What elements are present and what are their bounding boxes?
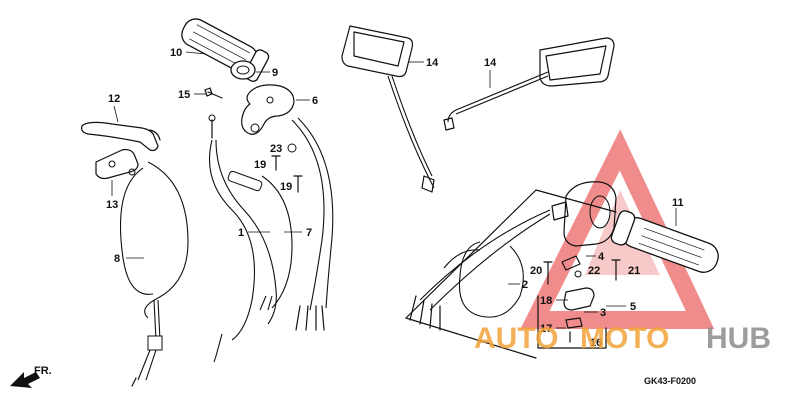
leader-lines [111, 51, 677, 329]
clutch-cable [119, 161, 189, 387]
callout-1: 1 [238, 227, 244, 239]
mirror-right [443, 37, 615, 131]
watermark-hub: HUB [706, 322, 771, 355]
mirror-left [341, 25, 435, 193]
throttle-housing [241, 84, 295, 135]
callout-14a: 14 [426, 57, 439, 69]
callout-17: 17 [540, 323, 552, 335]
callout-9: 9 [272, 67, 278, 79]
callout-18: 18 [540, 295, 552, 307]
callout-20: 20 [530, 265, 542, 277]
bolts-group [271, 143, 303, 193]
callout-6: 6 [312, 95, 318, 107]
switch-assembly-box [405, 189, 617, 359]
callout-labels: 10 9 15 6 12 13 8 1 7 23 19 19 14 14 11 … [106, 47, 684, 349]
diagram-code: GK43-F0200 [644, 376, 696, 386]
callout-11: 11 [672, 197, 684, 209]
callout-3: 3 [600, 307, 606, 319]
callout-23: 23 [270, 143, 282, 155]
small-hardware [537, 255, 621, 349]
lever-bracket [95, 148, 139, 180]
switch-wiring [291, 117, 334, 331]
callout-7: 7 [306, 227, 312, 239]
callout-15: 15 [178, 89, 190, 101]
callout-16: 16 [590, 337, 602, 349]
right-grip [610, 210, 719, 273]
callout-10: 10 [170, 47, 182, 59]
callout-5: 5 [630, 301, 636, 313]
callout-22: 22 [588, 265, 600, 277]
front-direction-indicator: FR. [10, 365, 52, 388]
callout-14b: 14 [484, 57, 497, 69]
watermark-text: AUTO MOTO HUB [474, 322, 771, 355]
callout-21: 21 [628, 265, 640, 277]
callout-4: 4 [598, 251, 605, 263]
direction-label: FR. [34, 365, 52, 377]
callout-12: 12 [108, 93, 120, 105]
callout-2: 2 [522, 279, 528, 291]
callout-19a: 19 [254, 159, 266, 171]
callout-19b: 19 [280, 181, 292, 193]
throttle-grip [181, 18, 270, 82]
clutch-lever [81, 121, 161, 152]
callout-8: 8 [114, 253, 120, 265]
throttle-cables [208, 114, 293, 363]
watermark-auto: AUTO [474, 322, 558, 355]
watermark-moto: MOTO [580, 322, 669, 355]
callout-13: 13 [106, 199, 118, 211]
cable-2 [443, 241, 524, 318]
screw-15 [204, 87, 223, 99]
